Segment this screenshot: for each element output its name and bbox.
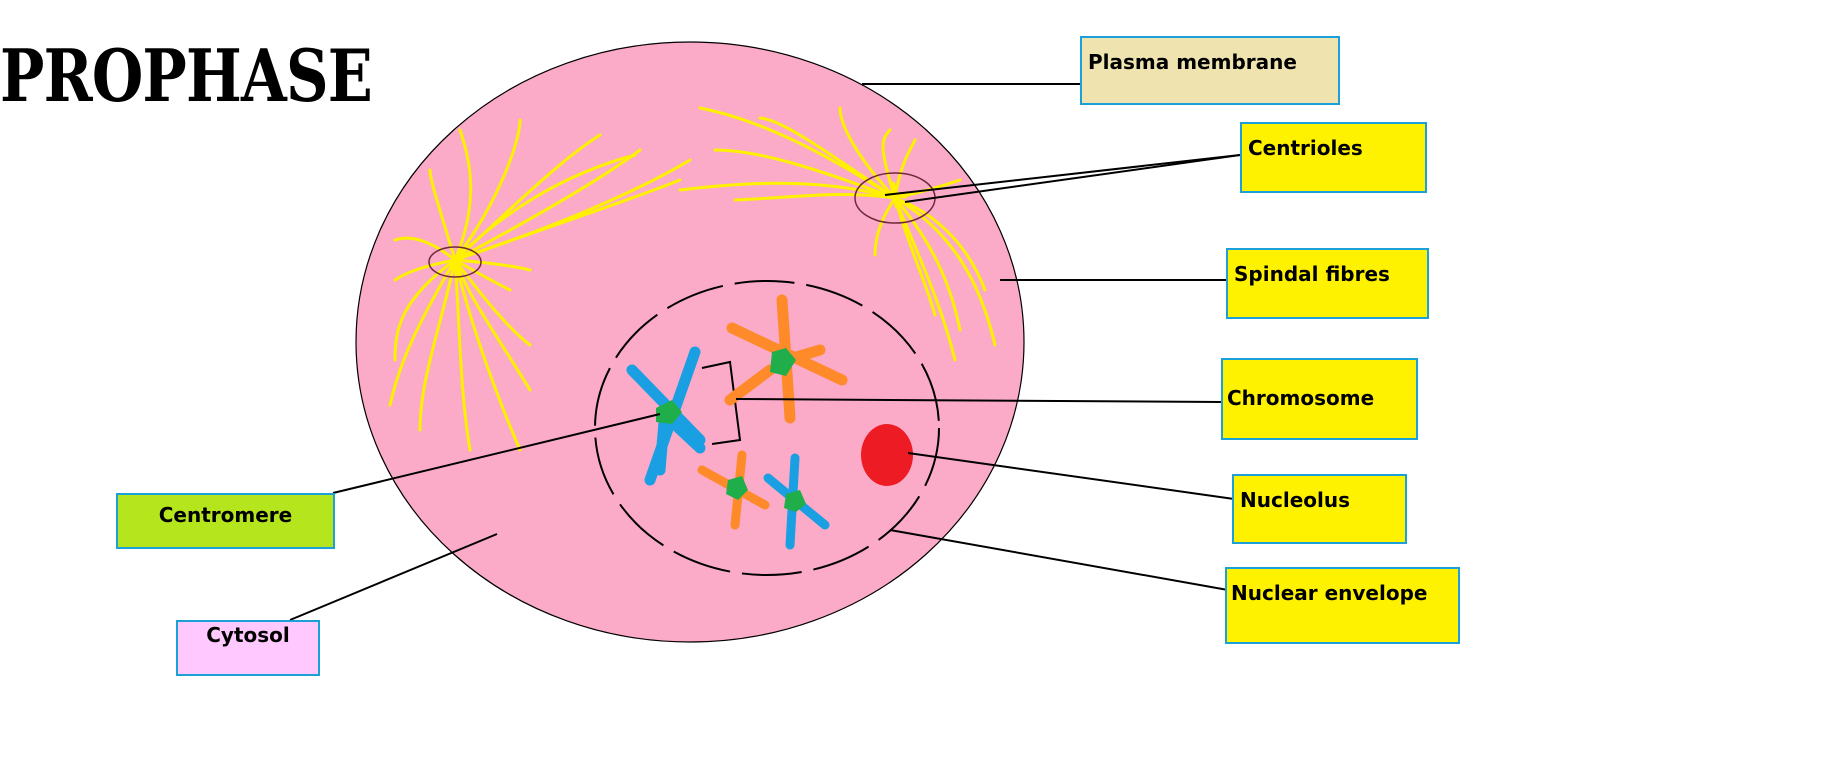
cell-body (355, 41, 1025, 643)
label-spindal-fibres: Spindal fibres (1226, 248, 1429, 319)
nucleolus (861, 424, 913, 486)
spindle-fibres-right (678, 106, 997, 362)
centrosome-left (428, 246, 482, 278)
leader-nuclear-envelope (889, 529, 1229, 591)
leader-centrioles-2 (904, 154, 1241, 203)
label-centromere: Centromere (116, 493, 335, 549)
centromere-orange-large (770, 348, 796, 376)
label-nuclear-envelope: Nuclear envelope (1225, 567, 1460, 644)
label-cytosol: Cytosol (176, 620, 320, 676)
label-chromosome: Chromosome (1221, 358, 1418, 440)
label-plasma-membrane: Plasma membrane (1080, 36, 1340, 105)
centromere-blue-small (784, 490, 806, 512)
spindle-fibres-left (388, 118, 692, 452)
diagram-title: PROPHASE (0, 33, 373, 118)
label-nucleolus: Nucleolus (1232, 474, 1407, 544)
leader-cytosol (289, 533, 498, 621)
centromere-orange-small (726, 476, 748, 500)
leader-chromosome (735, 398, 1223, 403)
nuclear-envelope (594, 280, 940, 576)
leader-centrioles-1 (884, 154, 1241, 196)
leader-centromere (332, 413, 661, 494)
leader-nucleolus (907, 452, 1235, 500)
label-centrioles: Centrioles (1240, 122, 1427, 193)
centromere-blue-large (656, 400, 682, 424)
